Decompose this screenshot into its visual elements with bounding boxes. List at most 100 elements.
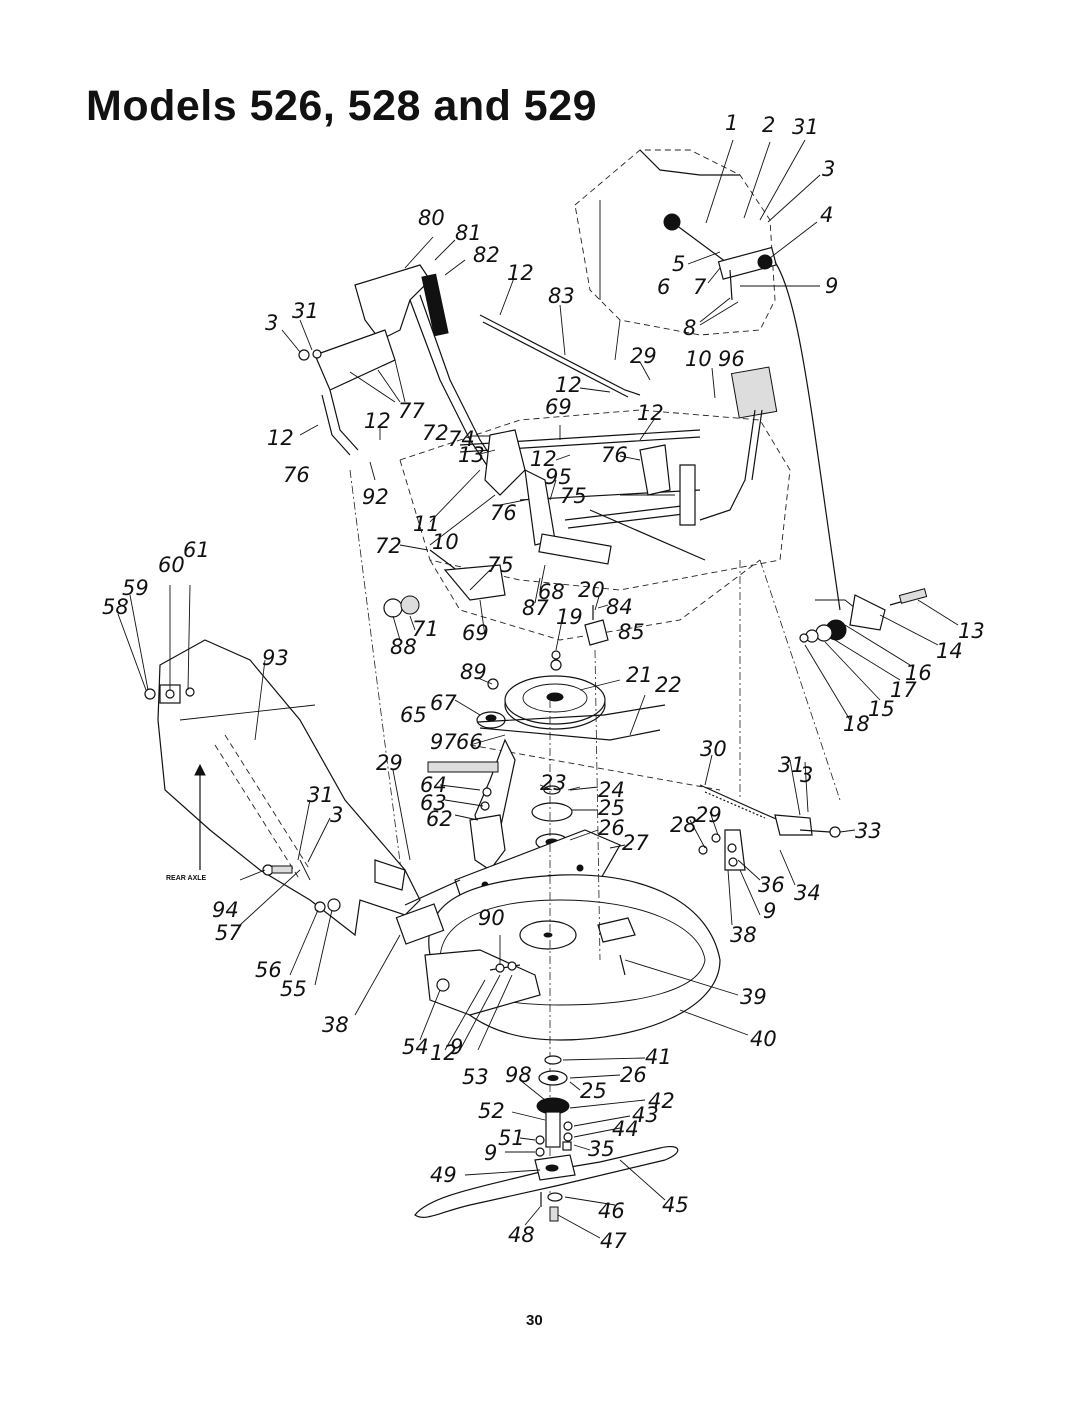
callout-12: 12 — [267, 426, 294, 450]
callout-89: 89 — [460, 660, 487, 684]
callout-72: 72 — [422, 421, 449, 445]
spindle-pulley — [476, 650, 606, 730]
callout-13: 13 — [958, 619, 985, 643]
callout-14: 14 — [936, 639, 963, 663]
callout-94: 94 — [212, 898, 239, 922]
callout-18: 18 — [843, 712, 870, 736]
callout-63: 63 — [420, 791, 447, 815]
callout-16: 16 — [905, 661, 932, 685]
callout-31: 31 — [307, 783, 334, 807]
page-number: 30 — [526, 1312, 543, 1329]
belt-guard-bracket — [584, 605, 609, 646]
callout-28: 28 — [670, 813, 697, 837]
callout-67: 67 — [430, 691, 457, 715]
callout-31: 31 — [792, 115, 819, 139]
callout-1: 1 — [725, 111, 738, 135]
callout-90: 90 — [478, 906, 505, 930]
callout-31: 31 — [778, 753, 805, 777]
callout-12: 12 — [555, 373, 582, 397]
callout-38: 38 — [730, 923, 757, 947]
callout-55: 55 — [280, 977, 307, 1001]
callout-9: 9 — [825, 274, 838, 298]
callout-12: 12 — [430, 1041, 457, 1065]
callout-31: 31 — [292, 299, 319, 323]
callout-59: 59 — [122, 576, 149, 600]
callout-57: 57 — [215, 921, 242, 945]
callout-4: 4 — [820, 203, 833, 227]
callout-40: 40 — [750, 1027, 777, 1051]
mower-blade — [414, 1135, 679, 1222]
callout-62: 62 — [426, 807, 453, 831]
callout-12: 12 — [637, 401, 664, 425]
callout-10: 10 — [432, 530, 459, 554]
callout-53: 53 — [462, 1065, 489, 1089]
callout-26: 26 — [620, 1063, 647, 1087]
callout-3: 3 — [330, 803, 343, 827]
callout-85: 85 — [618, 620, 645, 644]
brake-pedal — [699, 366, 778, 521]
callout-21: 21 — [626, 663, 653, 687]
callout-76: 76 — [283, 463, 310, 487]
callout-51: 51 — [498, 1126, 525, 1150]
callout-96: 96 — [718, 347, 745, 371]
callout-38: 38 — [322, 1013, 349, 1037]
callout-13: 13 — [458, 443, 485, 467]
callout-6: 6 — [657, 275, 670, 299]
callout-29: 29 — [376, 751, 403, 775]
callout-8: 8 — [683, 316, 696, 340]
callout-68: 68 — [538, 580, 565, 604]
callout-80: 80 — [418, 206, 445, 230]
callout-58: 58 — [102, 595, 129, 619]
callout-33: 33 — [855, 819, 882, 843]
callout-11: 11 — [413, 512, 440, 536]
callout-24: 24 — [598, 778, 625, 802]
spindle-lower-parts — [536, 649, 601, 1200]
callout-95: 95 — [545, 465, 572, 489]
rear-linkage — [698, 784, 841, 871]
callout-81: 81 — [455, 221, 482, 245]
callout-49: 49 — [430, 1163, 457, 1187]
callout-29: 29 — [630, 344, 657, 368]
callout-76: 76 — [490, 501, 517, 525]
callout-5: 5 — [672, 252, 685, 276]
front-hanger-assembly — [799, 588, 928, 643]
callout-27: 27 — [622, 831, 649, 855]
callout-22: 22 — [655, 673, 682, 697]
seat-outline — [574, 149, 776, 361]
callout-41: 41 — [645, 1045, 672, 1069]
callout-64: 64 — [420, 773, 447, 797]
left-deck-mount — [262, 859, 341, 913]
callout-60: 60 — [158, 553, 185, 577]
callout-82: 82 — [473, 243, 500, 267]
idler-arm — [427, 738, 516, 871]
callout-88: 88 — [390, 635, 417, 659]
callout-75: 75 — [560, 484, 587, 508]
callout-46: 46 — [598, 1199, 625, 1223]
callout-97: 97 — [430, 730, 457, 754]
belt-guard-cover — [144, 639, 421, 937]
callout-56: 56 — [255, 958, 282, 982]
lift-handle-assembly — [663, 213, 841, 611]
callout-54: 54 — [402, 1035, 429, 1059]
rear-axle-label: REAR AXLE — [166, 875, 207, 882]
callout-48: 48 — [508, 1223, 535, 1247]
callout-26: 26 — [598, 816, 625, 840]
callout-83: 83 — [548, 284, 575, 308]
callout-77: 77 — [398, 399, 425, 423]
callout-20: 20 — [578, 578, 605, 602]
callout-36: 36 — [758, 873, 785, 897]
callout-12: 12 — [507, 261, 534, 285]
callout-2: 2 — [762, 113, 775, 137]
callout-52: 52 — [478, 1099, 505, 1123]
callout-15: 15 — [868, 697, 895, 721]
callout-47: 47 — [600, 1229, 627, 1253]
leader-lines — [117, 139, 959, 1239]
callout-65: 65 — [400, 703, 427, 727]
callout-98: 98 — [505, 1063, 532, 1087]
lift-arm — [383, 429, 706, 618]
callout-3: 3 — [822, 157, 835, 181]
callout-44: 44 — [612, 1117, 639, 1141]
callout-87: 87 — [522, 596, 549, 620]
callout-61: 61 — [183, 538, 210, 562]
callout-43: 43 — [632, 1103, 659, 1127]
